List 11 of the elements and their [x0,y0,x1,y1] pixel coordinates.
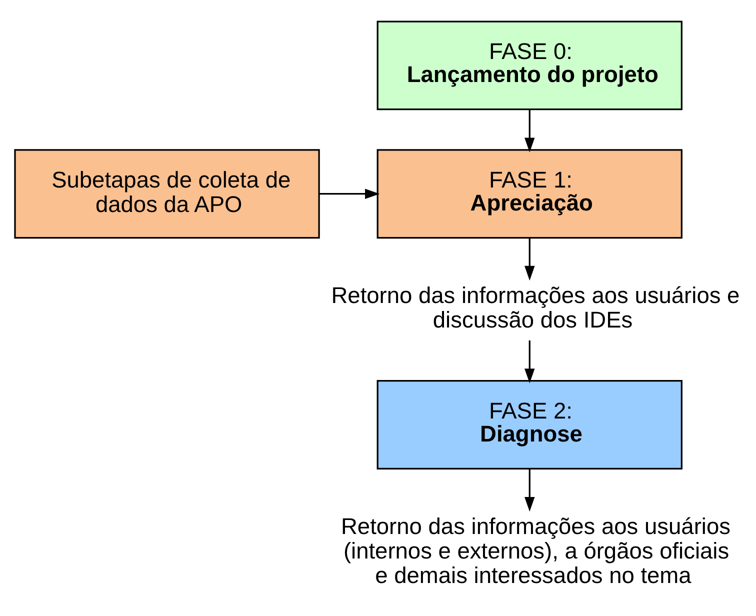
arrow [524,108,535,152]
node-box: FASE 1: Apreciação [376,148,682,238]
node-text: Retorno das informações aos usuários e discussão dos IDEs [331,282,740,332]
arrow [524,237,535,280]
node-box: Subetapas de coleta de dados da APO [14,148,320,238]
node-box: FASE 0: Lançamento do projeto [376,20,682,110]
arrow [524,340,535,383]
arrow [524,468,535,512]
node-text: Retorno das informações aos usuários (internos e externos), a órgãos oficiais e demais interessados no tema [341,512,730,588]
arrow [319,188,380,198]
node-box: FASE 2: Diagnose [376,380,682,469]
